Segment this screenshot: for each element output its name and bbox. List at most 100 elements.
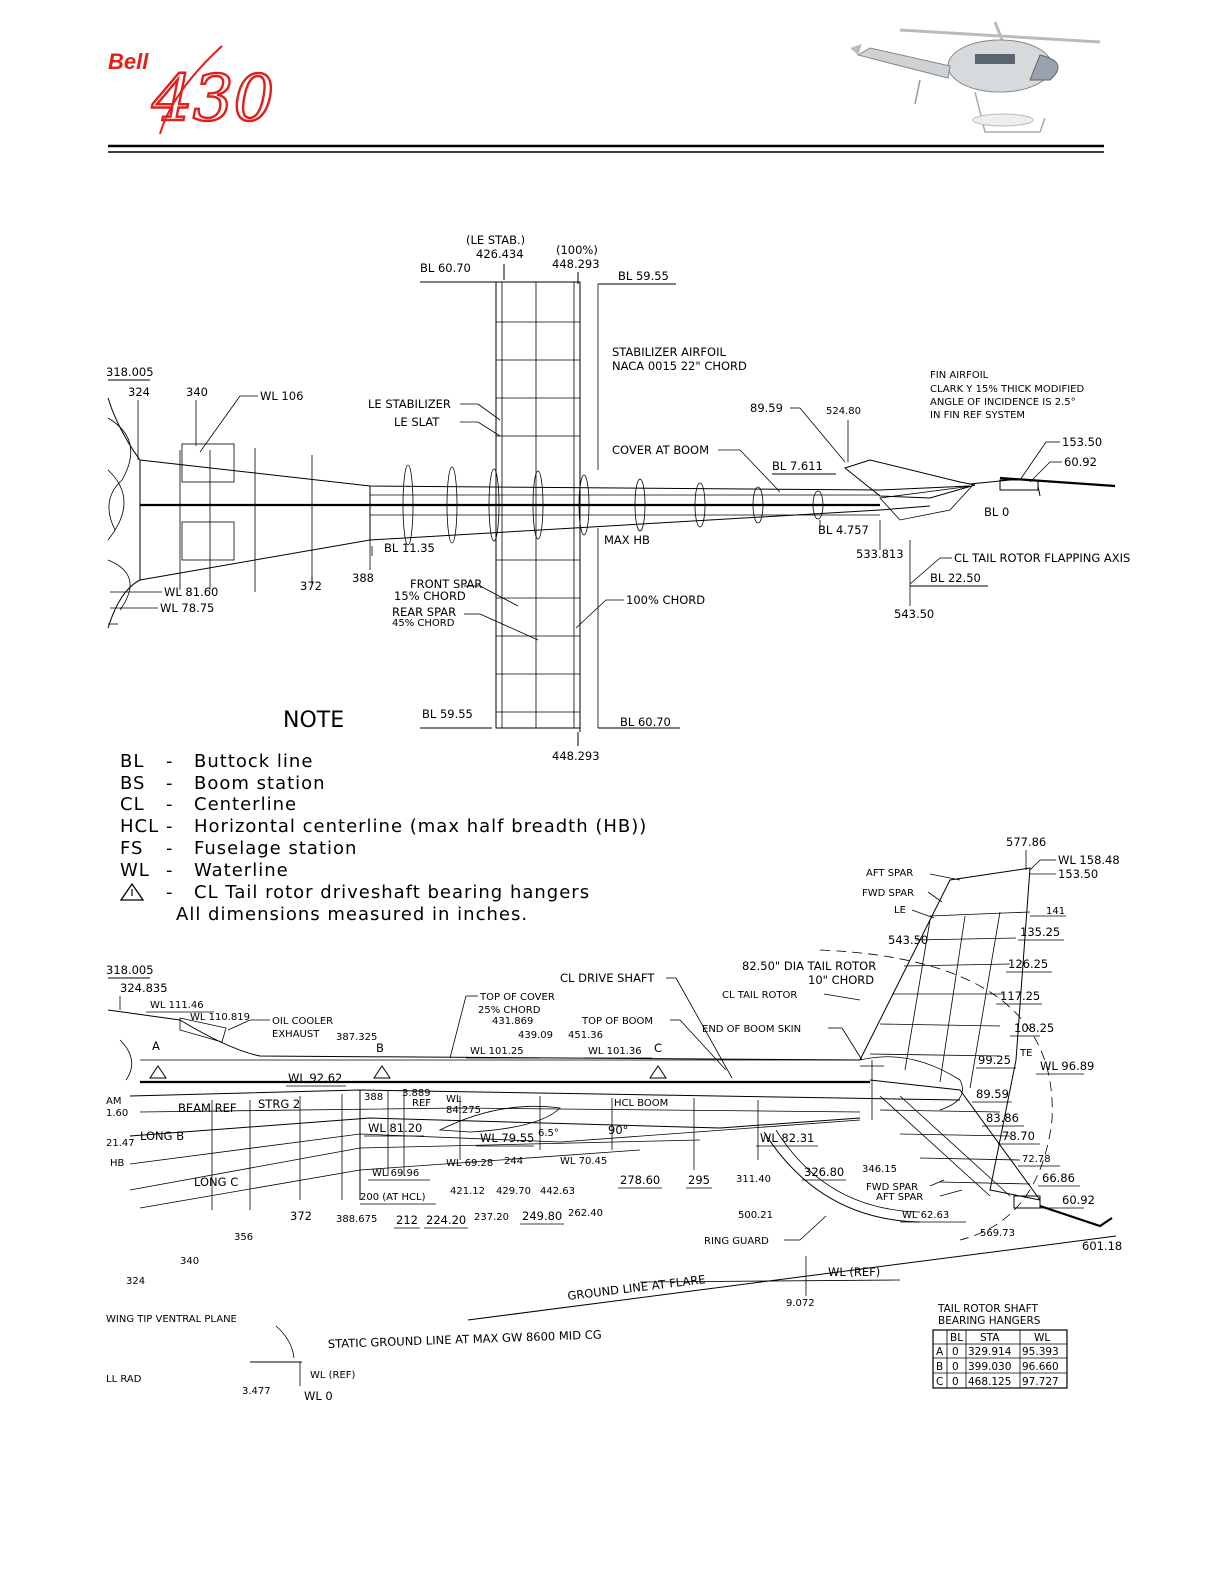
note-desc: Horizontal centerline (max half breadth … bbox=[194, 816, 647, 837]
table-cell: 468.125 bbox=[968, 1376, 1011, 1388]
label-44263: 442.63 bbox=[540, 1186, 575, 1197]
label-56973: 569.73 bbox=[980, 1228, 1015, 1239]
label-426434: 426.434 bbox=[476, 247, 524, 261]
label-244: 244 bbox=[504, 1156, 523, 1167]
label-60118: 601.18 bbox=[1082, 1239, 1122, 1253]
label-wl-ref-2: WL (REF) bbox=[310, 1370, 356, 1381]
hanger-c-label: C bbox=[654, 1041, 662, 1055]
label-cl-drive-shaft: CL DRIVE SHAFT bbox=[560, 971, 655, 985]
ring-guard-inner bbox=[775, 1129, 921, 1213]
label-24980: 249.80 bbox=[522, 1209, 562, 1223]
label-fin-airfoil-3: ANGLE OF INCIDENCE IS 2.5° bbox=[930, 397, 1076, 408]
label-beam-ref: BEAM REF bbox=[178, 1101, 236, 1115]
note-abbr: WL bbox=[120, 860, 150, 881]
label-end-boom-skin: END OF BOOM SKIN bbox=[702, 1024, 801, 1035]
note-desc: Buttock line bbox=[194, 751, 313, 772]
note-abbr: CL bbox=[120, 794, 145, 815]
table-cell: 0 bbox=[952, 1376, 959, 1388]
label-fin-airfoil-4: IN FIN REF SYSTEM bbox=[930, 410, 1025, 421]
label-wl7955: WL 79.55 bbox=[480, 1131, 534, 1145]
label-le-slat: LE SLAT bbox=[394, 415, 440, 429]
label-23720: 237.20 bbox=[474, 1212, 509, 1223]
note-dash: - bbox=[166, 860, 174, 881]
label-42112: 421.12 bbox=[450, 1186, 485, 1197]
label-3889: 3.889 bbox=[402, 1088, 431, 1099]
label-oil-cooler-2: EXHAUST bbox=[272, 1029, 320, 1040]
label-top-of-boom: TOP OF BOOM bbox=[581, 1016, 653, 1027]
label-387325: 387.325 bbox=[336, 1032, 377, 1043]
label-le: LE bbox=[894, 905, 906, 916]
label-324835: 324.835 bbox=[120, 981, 168, 995]
label-cl-tail-rotor: CL TAIL ROTOR bbox=[722, 990, 797, 1001]
bearing-hangers-table: TAIL ROTOR SHAFT BEARING HANGERS BL STA … bbox=[932, 1303, 1068, 1389]
note-abbr: HCL bbox=[120, 816, 159, 837]
label-fs318-side: 318.005 bbox=[106, 963, 154, 977]
table-header-row: BL STA WL bbox=[950, 1332, 1050, 1344]
label-bl4757: BL 4.757 bbox=[818, 523, 869, 537]
label-fs340: 340 bbox=[186, 385, 208, 399]
label-52480: 524.80 bbox=[826, 406, 861, 417]
label-bl5955-top: BL 59.55 bbox=[618, 269, 669, 283]
note-desc: Centerline bbox=[194, 794, 297, 815]
label-54350-side: 543.50 bbox=[888, 933, 928, 947]
vertical-fin-profile bbox=[859, 867, 1113, 1228]
label-fwd-spar-top: FWD SPAR bbox=[862, 888, 914, 899]
note-desc: CL Tail rotor driveshaft bearing hangers bbox=[194, 882, 590, 903]
label-bl1135: BL 11.35 bbox=[384, 541, 435, 555]
label-27860: 278.60 bbox=[620, 1173, 660, 1187]
label-bl5955-bot: BL 59.55 bbox=[422, 707, 473, 721]
label-wl15848: WL 158.48 bbox=[1058, 853, 1120, 867]
label-45136: 451.36 bbox=[568, 1030, 603, 1041]
label-141: 141 bbox=[1046, 906, 1065, 917]
label-7278: 72.78 bbox=[1022, 1154, 1051, 1165]
label-static-ground: STATIC GROUND LINE AT MAX GW 8600 MID CG bbox=[328, 1327, 602, 1351]
table-cell: 329.914 bbox=[968, 1346, 1012, 1358]
hanger-markers: A B C bbox=[149, 1039, 667, 1079]
label-bl2250: BL 22.50 bbox=[930, 571, 981, 585]
note-dash: - bbox=[166, 794, 174, 815]
label-max-hb: MAX HB bbox=[604, 533, 650, 547]
label-bl7611: BL 7.611 bbox=[772, 459, 823, 473]
label-3477: 3.477 bbox=[242, 1386, 271, 1397]
label-2147: 21.47 bbox=[106, 1138, 135, 1149]
label-65deg: 6.5° bbox=[538, 1128, 559, 1139]
label-57786: 577.86 bbox=[1006, 835, 1046, 849]
label-wl7045: WL 70.45 bbox=[560, 1156, 607, 1167]
label-100pct: (100%) bbox=[556, 243, 598, 257]
horizontal-stabilizer-plan bbox=[420, 264, 680, 746]
label-50021: 500.21 bbox=[738, 1210, 773, 1221]
label-431869: 431.869 bbox=[492, 1016, 533, 1027]
label-9072: 9.072 bbox=[786, 1298, 815, 1309]
table-title-2: BEARING HANGERS bbox=[938, 1315, 1041, 1327]
label-31140: 311.40 bbox=[736, 1174, 771, 1185]
label-aft-spar-bot: AFT SPAR bbox=[876, 1192, 923, 1203]
label-bl6070-bot: BL 60.70 bbox=[620, 715, 671, 729]
label-fs372-side: 372 bbox=[290, 1209, 312, 1223]
note-dash: - bbox=[166, 882, 174, 903]
table-cell: 95.393 bbox=[1022, 1346, 1059, 1358]
label-oil-cooler-1: OIL COOLER bbox=[272, 1016, 333, 1027]
table-cell: A bbox=[936, 1346, 944, 1358]
label-wl8160: WL 81.60 bbox=[164, 585, 218, 599]
label-8386: 83.86 bbox=[986, 1111, 1019, 1125]
note-heading: NOTE bbox=[283, 708, 344, 733]
note-abbr: FS bbox=[120, 838, 143, 859]
label-15350-top: 153.50 bbox=[1062, 435, 1102, 449]
helicopter-illustration bbox=[850, 21, 1101, 133]
label-10825: 108.25 bbox=[1014, 1021, 1054, 1035]
label-6686: 66.86 bbox=[1042, 1171, 1075, 1185]
note-dash: - bbox=[166, 751, 174, 772]
label-12625: 126.25 bbox=[1008, 957, 1048, 971]
table-cell: 0 bbox=[952, 1346, 959, 1358]
label-hcl-boom: HCL BOOM bbox=[614, 1098, 668, 1109]
label-wl7875: WL 78.75 bbox=[160, 601, 214, 615]
label-wl-84275-b: 84.275 bbox=[446, 1105, 481, 1116]
tail-rotor-disc-arc bbox=[819, 949, 1053, 1241]
note-desc: Waterline bbox=[194, 860, 289, 881]
note-abbr: BL bbox=[120, 751, 144, 772]
label-fs372-top: 372 bbox=[300, 579, 322, 593]
table-row: A 0 329.914 95.393 bbox=[936, 1346, 1059, 1358]
logo-brand: Bell bbox=[108, 49, 149, 74]
label-fs324: 324 bbox=[128, 385, 150, 399]
